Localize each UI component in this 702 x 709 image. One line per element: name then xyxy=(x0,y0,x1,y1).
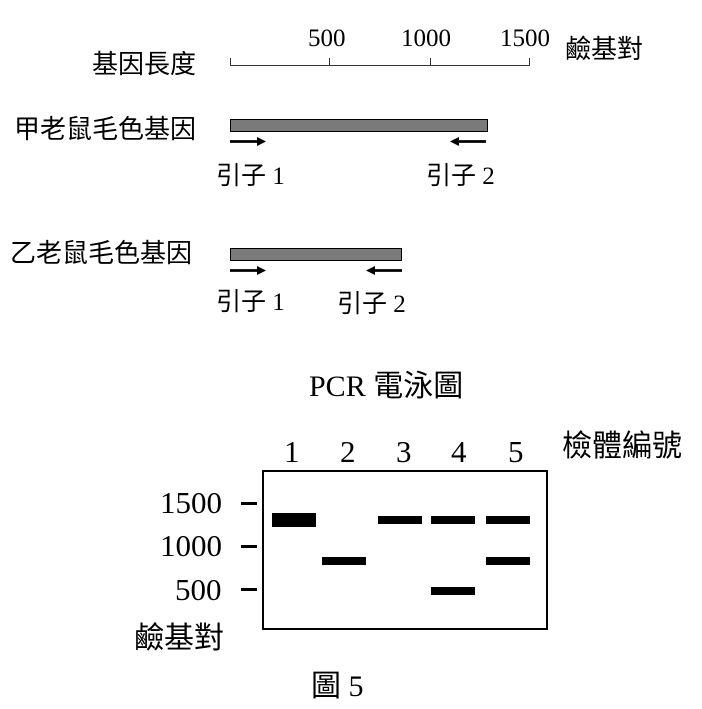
gel-band-lane-2-820 xyxy=(322,557,366,566)
marker-tick-500 xyxy=(241,588,257,591)
gel-ylabel: 鹼基對 xyxy=(134,621,224,656)
gene-b-bar xyxy=(230,248,402,261)
gel-box xyxy=(262,470,548,630)
gene-a-bar xyxy=(230,119,488,132)
gene-b-primer2-label: 引子 2 xyxy=(337,291,406,318)
ruler-title: 基因長度 xyxy=(92,50,197,80)
gel-band-lane-3-1300 xyxy=(378,516,422,525)
ruler-tick-0 xyxy=(230,58,231,66)
marker-label-1500: 1500 xyxy=(160,485,222,520)
marker-label-500: 500 xyxy=(175,572,222,607)
lane-number-2: 2 xyxy=(340,434,356,469)
ruler-tick-500 xyxy=(329,58,330,66)
ruler-tick-1000 xyxy=(430,58,431,66)
gel-band-lane-5-820 xyxy=(486,557,530,566)
gel-band-lane-4-1300 xyxy=(431,516,475,525)
gel-band-lane-4-480 xyxy=(431,586,475,595)
lane-number-1: 1 xyxy=(284,434,300,469)
lane-header: 檢體編號 xyxy=(562,429,682,464)
ruler-tick-label-1500: 1500 xyxy=(500,25,550,52)
gel-band-lane-1-1300 xyxy=(272,513,316,528)
marker-tick-1000 xyxy=(241,545,257,548)
gene-a-primer1-arrow xyxy=(229,137,267,146)
ruler-tick-label-500: 500 xyxy=(308,25,346,52)
gene-a-primer2-label: 引子 2 xyxy=(426,163,495,190)
ruler-tick-1500 xyxy=(529,58,530,66)
gene-b-primer2-arrow xyxy=(365,266,403,275)
gene-b-primer1-label: 引子 1 xyxy=(216,289,285,316)
figure-caption: 圖 5 xyxy=(311,670,364,703)
gene-b-primer1-arrow xyxy=(229,266,267,275)
lane-number-5: 5 xyxy=(508,434,524,469)
gene-a-primer2-arrow xyxy=(449,137,487,146)
ruler-tick-label-1000: 1000 xyxy=(401,25,451,52)
ruler-axis-line xyxy=(230,65,530,66)
lane-number-4: 4 xyxy=(451,434,467,469)
marker-tick-1500 xyxy=(241,502,257,505)
gene-b-label: 乙老鼠毛色基因 xyxy=(10,239,193,269)
gene-a-label: 甲老鼠毛色基因 xyxy=(14,115,197,145)
gel-band-lane-5-1300 xyxy=(486,516,530,525)
lane-number-3: 3 xyxy=(396,434,412,469)
marker-label-1000: 1000 xyxy=(160,528,222,563)
ruler-unit-label: 鹼基對 xyxy=(565,35,644,65)
gene-a-primer1-label: 引子 1 xyxy=(216,163,285,190)
gel-title: PCR 電泳圖 xyxy=(309,370,464,403)
